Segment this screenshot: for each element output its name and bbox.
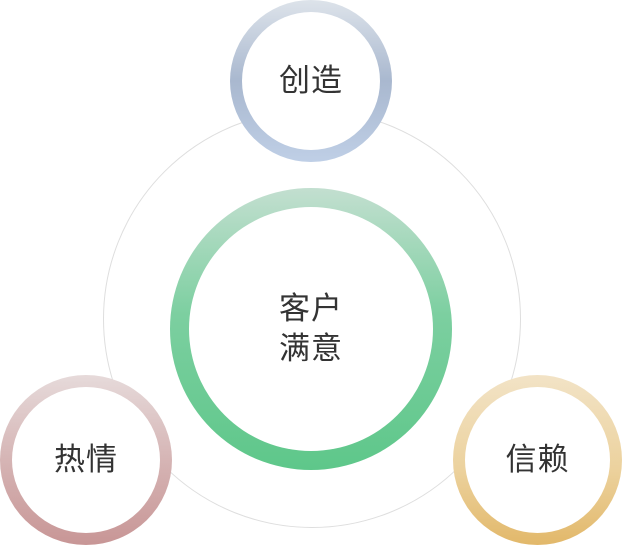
left-node-inner: 热情 (12, 387, 160, 533)
center-label-line2: 满意 (279, 331, 343, 367)
top-node-text: 创造 (279, 63, 343, 99)
top-node-ring: 创造 (230, 0, 392, 162)
right-node-label: 信赖 (465, 440, 610, 480)
right-node-text: 信赖 (505, 442, 570, 478)
right-node-ring: 信赖 (453, 375, 622, 545)
top-node-inner: 创造 (242, 12, 380, 150)
center-ring: 客户 满意 (170, 188, 452, 470)
left-node-ring: 热情 (0, 375, 172, 545)
left-node-label: 热情 (12, 440, 160, 480)
top-node-label: 创造 (242, 61, 380, 101)
center-label-line1: 客户 (279, 291, 343, 327)
right-node-inner: 信赖 (465, 387, 610, 533)
center-ring-inner: 客户 满意 (189, 207, 433, 451)
center-label: 客户 满意 (189, 289, 433, 369)
left-node-text: 热情 (54, 442, 118, 478)
